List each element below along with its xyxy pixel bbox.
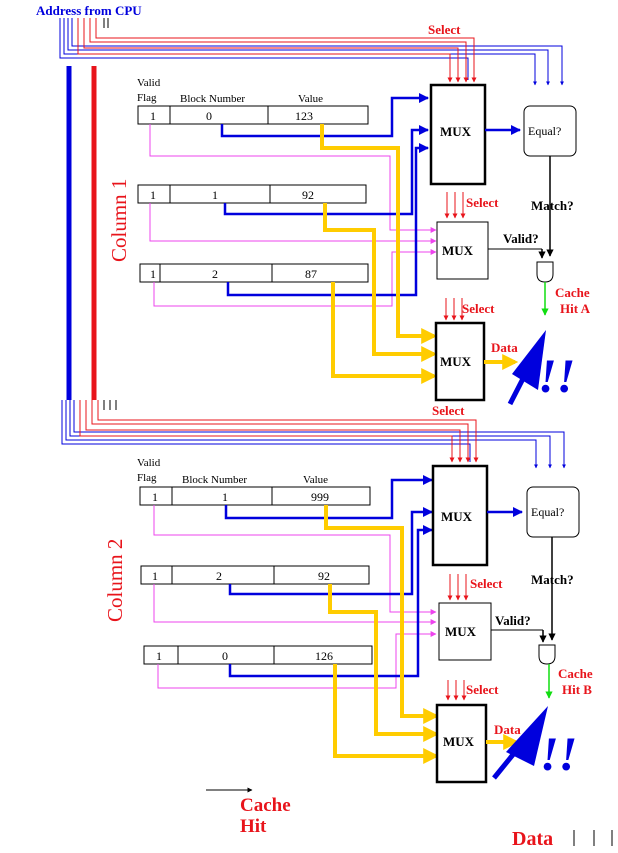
header-valid: Valid	[137, 457, 161, 469]
cache-hit-line2: Hit A	[560, 301, 591, 316]
equal-label: Equal?	[528, 124, 561, 138]
row-block-cell: 1	[222, 490, 228, 504]
row-valid-cell: 1	[150, 267, 156, 281]
select-arrows-3	[443, 298, 465, 321]
valid-flag-wires	[153, 505, 437, 689]
cache-row: 1 1 999	[139, 486, 371, 506]
select-label-mux3: Select	[462, 301, 495, 316]
cache-row: 1 1 92	[137, 184, 367, 204]
select-label-mux2: Select	[466, 195, 499, 210]
row-value-cell: 92	[302, 188, 314, 202]
column-1: Select Column 1 Valid Flag Block Number …	[59, 18, 591, 406]
select-arrows-3	[445, 680, 467, 701]
data-label: Data	[494, 722, 521, 737]
mux-data-label: MUX	[440, 354, 472, 369]
address-from-cpu-label: Address from CPU	[36, 3, 142, 18]
column-2: Select Column 2 Valid Flag Block Number …	[103, 403, 593, 784]
block-number-wires	[220, 93, 429, 297]
header-flag: Flag	[137, 92, 157, 104]
footer-data-label: Data	[512, 828, 553, 848]
column-title: Column 1	[107, 179, 131, 262]
row-block-cell: 0	[222, 649, 228, 663]
footer-cache-label: Cache	[240, 795, 291, 816]
row-block-cell: 2	[212, 267, 218, 281]
row-value-cell: 87	[305, 267, 317, 281]
and-gate	[536, 261, 554, 283]
row-value-cell: 999	[311, 490, 329, 504]
mux-main	[429, 83, 487, 186]
header-block-number: Block Number	[180, 93, 245, 105]
match-label: Match?	[531, 198, 574, 213]
row-valid-cell: 1	[152, 490, 158, 504]
big-blue-arrow-icon	[492, 706, 548, 780]
select-label-top: Select	[432, 403, 465, 418]
exclaim-icon: !!	[538, 350, 575, 403]
address-wires-top	[59, 18, 564, 86]
header-valid: Valid	[137, 77, 161, 89]
row-value-cell: 92	[318, 569, 330, 583]
row-valid-cell: 1	[150, 188, 156, 202]
footer-hit-label: Hit	[240, 816, 267, 837]
header-value: Value	[303, 474, 328, 486]
row-value-cell: 123	[295, 109, 313, 123]
header-block-number: Block Number	[182, 474, 247, 486]
row-valid-cell: 1	[152, 569, 158, 583]
mux-data-label: MUX	[443, 734, 475, 749]
mux-main-label: MUX	[441, 509, 473, 524]
big-blue-arrow-icon	[507, 330, 546, 406]
address-wires-middle	[61, 400, 566, 469]
cache-row: 1 2 92	[140, 565, 370, 585]
cache-hit-line1: Cache	[555, 285, 590, 300]
row-block-cell: 1	[212, 188, 218, 202]
valid-query-label: Valid?	[495, 613, 531, 628]
row-block-cell: 0	[206, 109, 212, 123]
mux-main	[431, 464, 489, 567]
select-arrows-2	[447, 574, 469, 601]
select-arrows-2	[444, 192, 466, 219]
mux-valid-label: MUX	[442, 243, 474, 258]
cache-hit-line1: Cache	[558, 666, 593, 681]
data-label: Data	[491, 340, 518, 355]
select-label-mux3: Select	[466, 682, 499, 697]
block-number-wires	[224, 475, 433, 678]
row-valid-cell: 1	[156, 649, 162, 663]
mux-valid-label: MUX	[445, 624, 477, 639]
value-data-wires	[324, 505, 440, 764]
cache-hit-line2: Hit B	[562, 682, 592, 697]
mux-valid	[436, 221, 489, 280]
row-value-cell: 126	[315, 649, 333, 663]
valid-flag-wires	[149, 124, 437, 307]
cache-row: 1 2 87	[139, 263, 369, 283]
select-label-mux2: Select	[470, 576, 503, 591]
exclaim-icon: !!	[540, 728, 577, 781]
value-data-wires	[320, 124, 438, 384]
row-valid-cell: 1	[150, 109, 156, 123]
cache-row: 1 0 126	[143, 645, 373, 665]
valid-query-label: Valid?	[503, 231, 539, 246]
select-label-top: Select	[428, 22, 461, 37]
column-title: Column 2	[103, 539, 127, 622]
cache-row: 1 0 123	[137, 105, 369, 125]
equal-comparator	[526, 486, 580, 538]
mux-main-label: MUX	[440, 124, 472, 139]
equal-label: Equal?	[531, 505, 564, 519]
header-value: Value	[298, 93, 323, 105]
and-gate	[538, 644, 556, 665]
header-flag: Flag	[137, 472, 157, 484]
row-block-cell: 2	[216, 569, 222, 583]
mux-valid	[438, 602, 492, 661]
